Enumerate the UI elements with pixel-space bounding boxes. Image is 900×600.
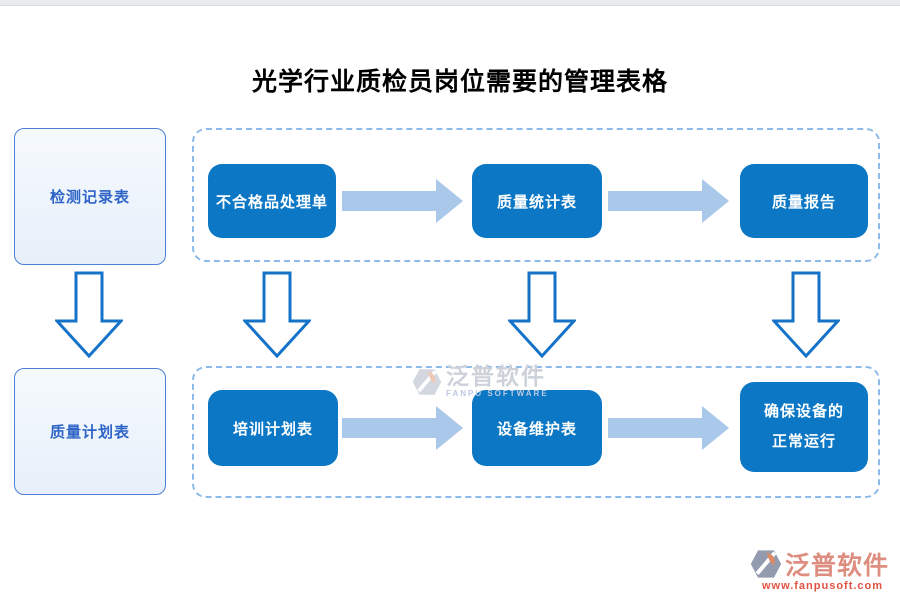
- watermark: 泛普软件 FANPU SOFTWARE: [412, 363, 549, 398]
- flow-box-nonconforming-form: 不合格品处理单: [208, 164, 336, 238]
- brand-name: 泛普软件: [785, 552, 890, 580]
- flow-box-label: 质量报告: [771, 193, 836, 211]
- flow-box-label: 设备维护表: [496, 420, 577, 438]
- brand-url: www.fanpusoft.com: [761, 580, 884, 592]
- flow-box-label-line2: 正常运行: [771, 433, 836, 450]
- down-arrow-icon: [243, 271, 311, 359]
- flow-box-ensure-equipment-operation: 确保设备的 正常运行: [740, 382, 868, 472]
- flow-box-equipment-maintenance: 设备维护表: [472, 390, 602, 466]
- right-arrow-icon: [608, 179, 729, 223]
- side-box-inspection-record: 检测记录表: [14, 128, 166, 265]
- flow-box-quality-statistics: 质量统计表: [472, 164, 602, 238]
- down-arrow-icon: [772, 271, 840, 359]
- down-arrow-icon: [508, 271, 576, 359]
- watermark-text: 泛普软件: [446, 363, 546, 389]
- flow-box-label: 不合格品处理单: [215, 193, 328, 211]
- top-flow-group: [192, 128, 880, 262]
- watermark-logo-icon: [412, 369, 442, 395]
- watermark-subtext: FANPU SOFTWARE: [446, 389, 549, 398]
- right-arrow-icon: [608, 406, 729, 450]
- window-top-edge: [0, 0, 900, 6]
- flow-box-label: 培训计划表: [232, 420, 313, 438]
- flow-box-quality-report: 质量报告: [740, 164, 868, 238]
- brand-logo: 泛普软件 www.fanpusoft.com: [750, 546, 895, 592]
- right-arrow-icon: [342, 179, 463, 223]
- right-arrow-icon: [342, 406, 463, 450]
- flow-box-training-plan: 培训计划表: [208, 390, 338, 466]
- fanpu-logo-icon: [750, 550, 782, 578]
- side-box-label: 检测记录表: [49, 189, 130, 206]
- page-title: 光学行业质检员岗位需要的管理表格: [251, 68, 668, 96]
- flow-box-label: 质量统计表: [496, 193, 577, 211]
- bottom-flow-group: [192, 366, 880, 498]
- down-arrow-icon: [55, 271, 123, 359]
- flow-box-label-line1: 确保设备的: [763, 403, 844, 420]
- side-box-quality-plan: 质量计划表: [14, 368, 166, 495]
- side-box-label: 质量计划表: [49, 424, 130, 441]
